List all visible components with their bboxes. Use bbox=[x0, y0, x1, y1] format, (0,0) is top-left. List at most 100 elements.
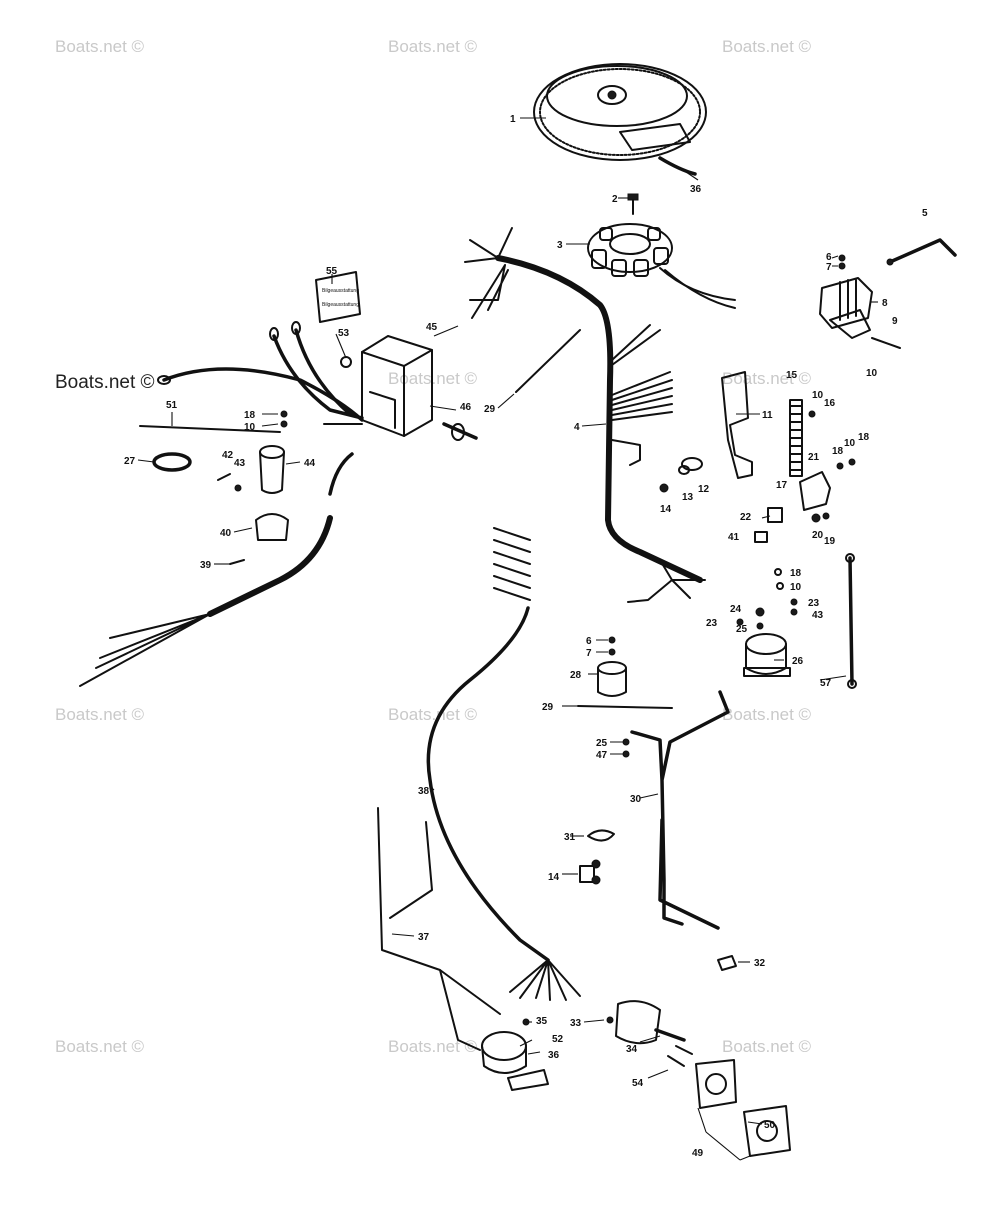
boot-46 bbox=[442, 422, 478, 440]
callout: 18 bbox=[858, 432, 870, 443]
callout: 23 bbox=[808, 598, 820, 609]
mounting-plates bbox=[695, 1059, 791, 1157]
callout: 45 bbox=[426, 322, 438, 333]
bracket bbox=[721, 371, 753, 479]
callout: 20 bbox=[812, 530, 824, 541]
clip-22 bbox=[767, 507, 783, 523]
key-switch bbox=[606, 1000, 693, 1067]
callout: 16 bbox=[824, 398, 836, 409]
callout: 18 bbox=[790, 568, 802, 579]
terminal-block bbox=[789, 399, 803, 477]
callout: 41 bbox=[728, 532, 740, 543]
callout: 31 bbox=[564, 832, 576, 843]
callout: 25 bbox=[736, 624, 748, 635]
callout: 37 bbox=[418, 932, 430, 943]
callout: 27 bbox=[124, 456, 136, 467]
callout: 14 bbox=[660, 504, 672, 515]
callout: 40 bbox=[220, 528, 232, 539]
clamp-27 bbox=[152, 452, 192, 472]
callout: 36 bbox=[690, 184, 702, 195]
watermark: Boats.net © bbox=[55, 1037, 145, 1056]
callout: 9 bbox=[892, 316, 898, 327]
callout: 23 bbox=[706, 618, 718, 629]
callout: 36 bbox=[548, 1050, 560, 1061]
callout: 10 bbox=[844, 438, 856, 449]
callout: 55 bbox=[326, 266, 338, 277]
watermark: Boats.net © bbox=[722, 37, 812, 56]
solenoid bbox=[736, 568, 798, 677]
harness-38 bbox=[426, 527, 581, 1001]
callout: 25 bbox=[596, 738, 608, 749]
callout: 8 bbox=[882, 298, 888, 309]
callout: 24 bbox=[730, 604, 742, 615]
ground-lead-51 bbox=[139, 425, 281, 433]
callout: 29 bbox=[542, 702, 554, 713]
tie-strap-29-upper bbox=[515, 329, 581, 393]
washers-right bbox=[808, 410, 856, 523]
watermark: Boats.net © bbox=[722, 369, 812, 388]
decal-line: Bilgeausstattung bbox=[322, 302, 359, 308]
callout: 50 bbox=[764, 1120, 776, 1131]
callout: 32 bbox=[754, 958, 766, 969]
stator bbox=[587, 223, 736, 309]
battery-cable-57 bbox=[848, 556, 854, 686]
callout: 26 bbox=[792, 656, 804, 667]
callout: 57 bbox=[820, 678, 832, 689]
watermark: Boats.net © bbox=[388, 705, 478, 724]
callout: 51 bbox=[166, 400, 178, 411]
flywheel-cable bbox=[658, 156, 697, 176]
leader-lines bbox=[137, 117, 878, 1161]
harness-37 bbox=[377, 807, 501, 1051]
callout: 6 bbox=[826, 252, 832, 263]
callout: 39 bbox=[200, 560, 212, 571]
callout: 21 bbox=[808, 452, 820, 463]
watermark: Boats.net © bbox=[55, 37, 145, 56]
fasteners-12-14 bbox=[659, 457, 703, 493]
callout: 10 bbox=[244, 422, 256, 433]
callout: 47 bbox=[596, 750, 608, 761]
decal-55: Bilgeausstattung Bilgeausstattung bbox=[315, 271, 361, 323]
callout: 46 bbox=[460, 402, 472, 413]
harness-30 bbox=[630, 690, 730, 930]
callout: 34 bbox=[626, 1044, 638, 1055]
callout: 1 bbox=[510, 114, 516, 125]
callout: 7 bbox=[586, 648, 592, 659]
callout: 17 bbox=[776, 480, 788, 491]
ignition-leads bbox=[157, 321, 364, 425]
callout: 6 bbox=[586, 636, 592, 647]
callout-numbers: 1 36 2 3 5 6 7 8 9 10 55 45 53 46 29 4 5… bbox=[124, 114, 928, 1159]
tie-strap-29-lower bbox=[577, 705, 673, 709]
callout: 35 bbox=[536, 1016, 548, 1027]
screw-39 bbox=[229, 559, 245, 565]
decal-41 bbox=[754, 531, 768, 543]
watermark: Boats.net © bbox=[722, 705, 812, 724]
callout: 42 bbox=[222, 450, 234, 461]
callout: 13 bbox=[682, 492, 694, 503]
washer-53 bbox=[340, 356, 352, 368]
callout: 54 bbox=[632, 1078, 644, 1089]
callout: 18 bbox=[244, 410, 256, 421]
watermark: Boats.net © bbox=[388, 37, 478, 56]
lead-5 bbox=[888, 238, 957, 264]
callout: 14 bbox=[548, 872, 560, 883]
rectifier bbox=[819, 254, 901, 349]
callout: 53 bbox=[338, 328, 350, 339]
callout: 12 bbox=[698, 484, 710, 495]
watermark-dark: Boats.net © bbox=[55, 372, 155, 393]
horn bbox=[481, 1018, 549, 1091]
callout: 49 bbox=[692, 1148, 704, 1159]
screw-2 bbox=[627, 193, 639, 215]
screw-42 bbox=[217, 473, 231, 481]
clip-14 bbox=[579, 865, 595, 883]
callout: 38 bbox=[418, 786, 430, 797]
callout: 30 bbox=[630, 794, 642, 805]
callout: 43 bbox=[234, 458, 246, 469]
callout: 3 bbox=[557, 240, 563, 251]
callout: 7 bbox=[826, 262, 832, 273]
coil-44 bbox=[259, 445, 354, 496]
clamp-31 bbox=[587, 829, 615, 842]
watermark: Boats.net © bbox=[55, 705, 145, 724]
flywheel bbox=[533, 63, 707, 161]
relay-21 bbox=[799, 471, 831, 511]
